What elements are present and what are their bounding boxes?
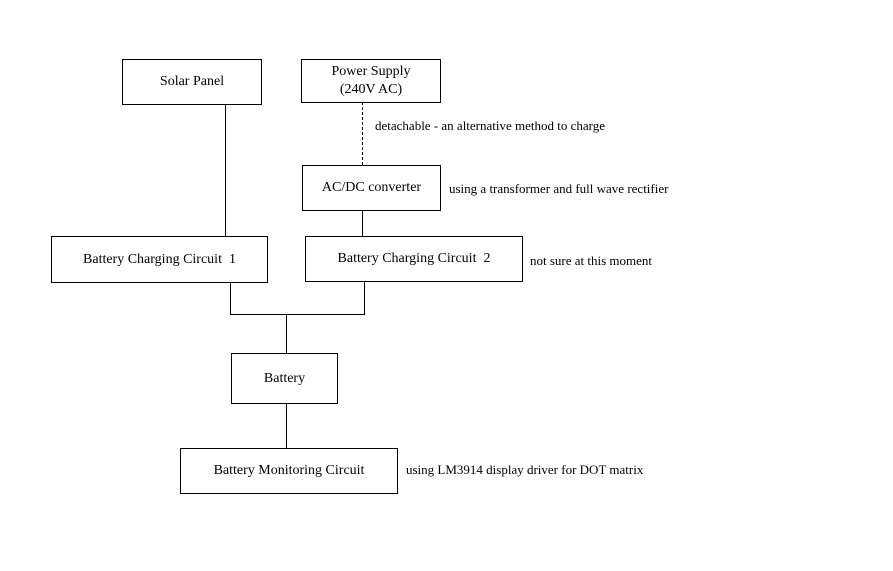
monitoring-circuit-label: Battery Monitoring Circuit — [213, 463, 365, 478]
acdc-converter-box: AC/DC converter — [302, 165, 441, 211]
acdc-converter-label: AC/DC converter — [321, 180, 422, 195]
connector-power-to-converter-dashed — [362, 102, 363, 165]
power-supply-box: Power Supply (240V AC) — [301, 59, 441, 103]
power-supply-voltage-label: (240V AC) — [339, 82, 403, 97]
connector-converter-to-charger2 — [362, 210, 363, 236]
note-not-sure: not sure at this moment — [530, 253, 653, 268]
note-lm3914: using LM3914 display driver for DOT matr… — [406, 462, 644, 477]
charging-circuit-1-box: Battery Charging Circuit 1 — [51, 236, 268, 283]
note-detachable: detachable - an alternative method to ch… — [375, 118, 606, 133]
connector-merge-bar — [230, 314, 365, 315]
monitoring-circuit-box: Battery Monitoring Circuit — [180, 448, 398, 494]
charging-circuit-2-label: Battery Charging Circuit 2 — [337, 251, 491, 266]
connector-charger1-down — [230, 282, 231, 314]
charging-circuit-1-label: Battery Charging Circuit 1 — [83, 251, 236, 267]
note-transformer: using a transformer and full wave rectif… — [449, 181, 669, 196]
connector-merge-to-battery — [286, 314, 287, 353]
battery-box: Battery — [231, 353, 338, 404]
charging-circuit-2-box: Battery Charging Circuit 2 — [305, 236, 523, 282]
battery-label: Battery — [263, 370, 306, 386]
connector-solar-to-charger1 — [225, 104, 226, 237]
power-supply-label: Power Supply — [331, 64, 411, 79]
connector-charger2-down — [364, 281, 365, 314]
connector-battery-to-monitor — [286, 403, 287, 448]
solar-panel-label: Solar Panel — [159, 74, 225, 89]
solar-panel-box: Solar Panel — [122, 59, 262, 105]
